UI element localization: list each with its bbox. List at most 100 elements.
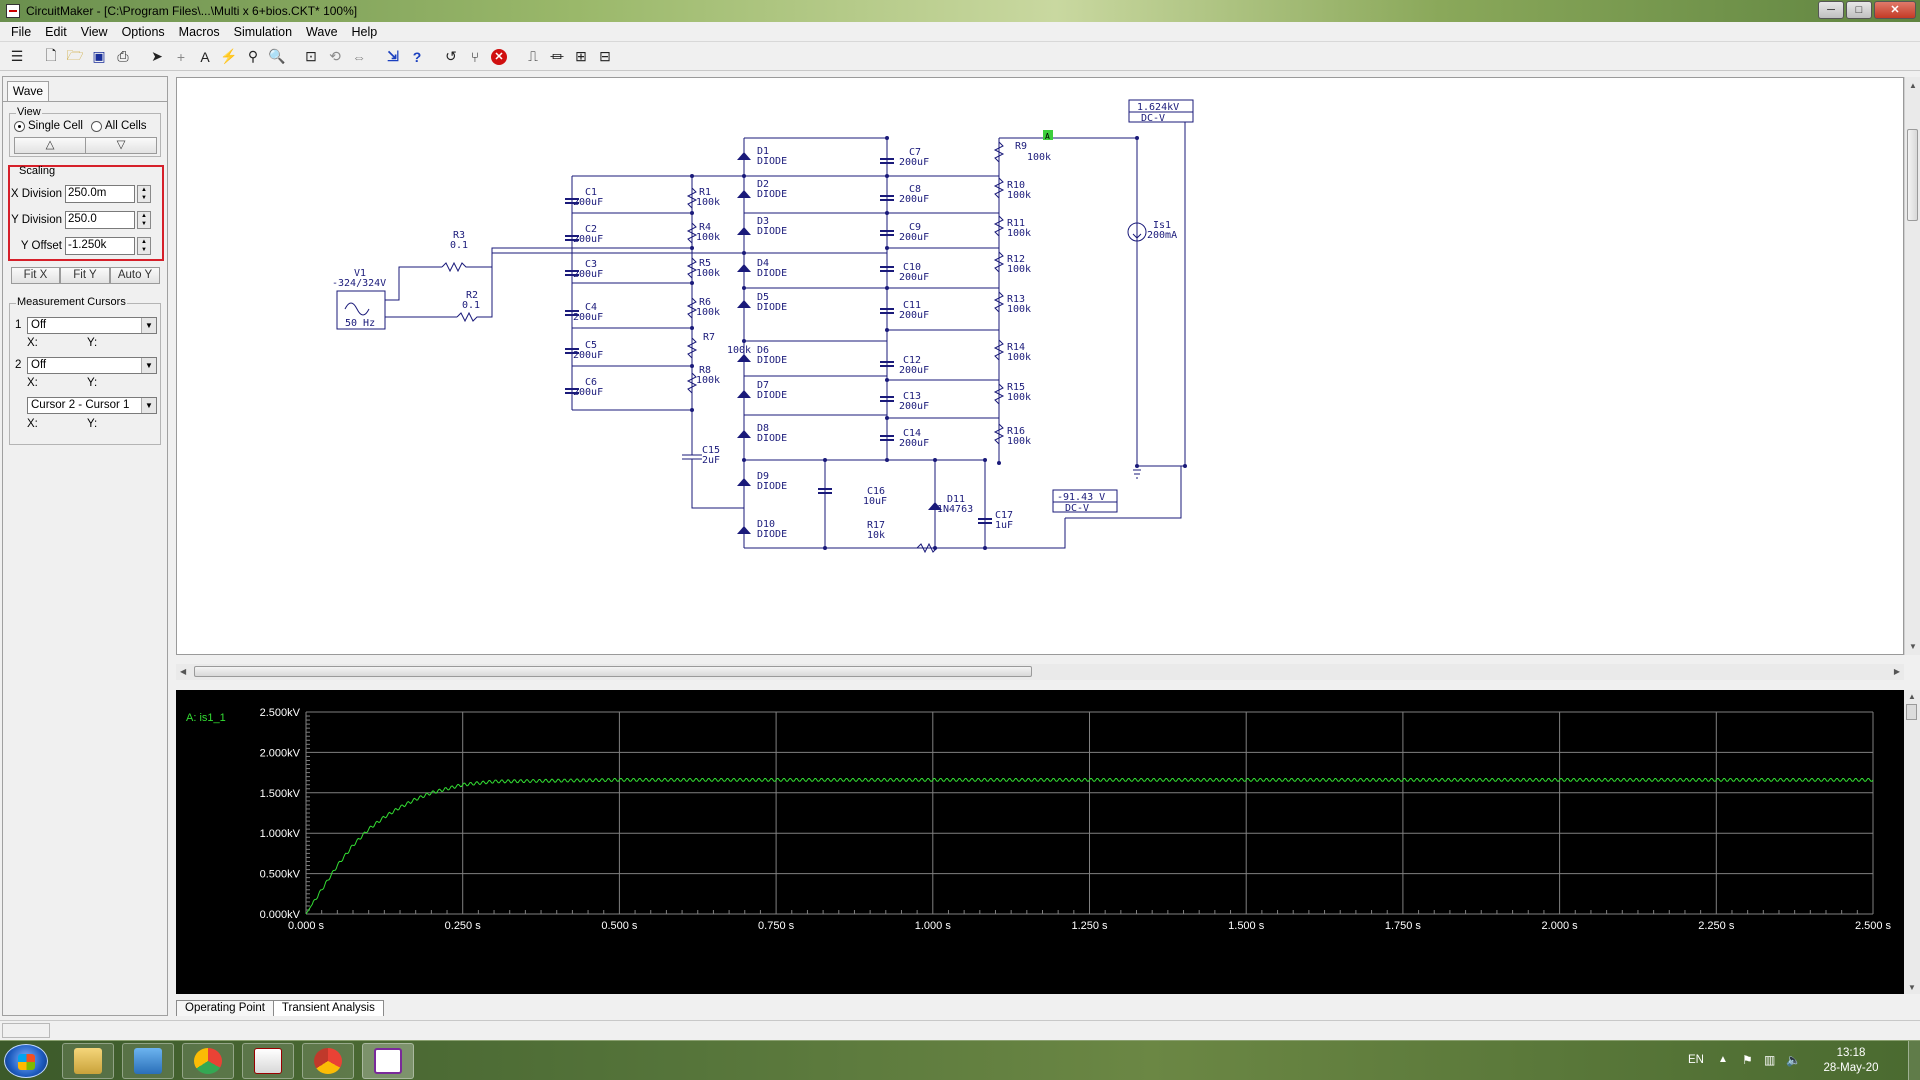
view-down-button[interactable]: ▽: [85, 137, 157, 154]
tray-expand-icon[interactable]: ▲: [1718, 1054, 1728, 1065]
c13-label: C13: [903, 391, 921, 402]
cursor-2-select[interactable]: Off ▼: [27, 357, 157, 374]
clock[interactable]: 13:18 28-May-20: [1816, 1046, 1886, 1076]
y-division-input[interactable]: 250.0: [65, 211, 135, 229]
chevron-down-icon[interactable]: ▼: [141, 358, 156, 373]
network-tray-icon[interactable]: ▥: [1764, 1053, 1776, 1067]
scroll-left-icon[interactable]: ◀: [180, 667, 187, 676]
scroll-thumb[interactable]: [194, 666, 1032, 677]
x-division-input[interactable]: 250.0m: [65, 185, 135, 203]
volume-icon[interactable]: 🔈: [1786, 1053, 1801, 1067]
wire-cross-icon[interactable]: +: [176, 48, 186, 65]
voltmeter-bottom[interactable]: [1052, 489, 1118, 513]
scroll-thumb[interactable]: [1907, 129, 1918, 221]
help-icon[interactable]: ?: [412, 48, 422, 65]
mirror-icon[interactable]: ⇔: [352, 48, 366, 65]
arrow-pointer-icon[interactable]: ➤: [151, 48, 163, 64]
stop-icon[interactable]: ✕: [488, 46, 510, 68]
show-desktop-button[interactable]: [1908, 1041, 1920, 1080]
all-cells-radio[interactable]: All Cells: [90, 120, 147, 132]
taskbar-app-4[interactable]: [242, 1043, 294, 1079]
maximize-button[interactable]: □: [1846, 1, 1872, 19]
cursor-diff-select[interactable]: Cursor 2 - Cursor 1 ▼: [27, 397, 157, 414]
scroll-up-icon[interactable]: ▲: [1908, 692, 1916, 701]
y-offset-spinner[interactable]: ▲▼: [137, 237, 151, 255]
scroll-right-icon[interactable]: ▶: [1893, 667, 1900, 676]
close-button[interactable]: ✕: [1874, 1, 1916, 19]
waveform-vertical-scrollbar[interactable]: ▲ ▼: [1904, 690, 1920, 994]
y-offset-input[interactable]: -1.250k: [65, 237, 135, 255]
start-button[interactable]: [4, 1044, 48, 1078]
reset-icon[interactable]: ↺: [445, 48, 457, 64]
step-icon[interactable]: ⑂: [470, 48, 480, 65]
d4-value: DIODE: [757, 268, 787, 279]
menu-view[interactable]: View: [80, 24, 108, 39]
auto-y-button[interactable]: Auto Y: [110, 267, 160, 284]
view-up-button[interactable]: △: [14, 137, 86, 154]
y-division-spinner[interactable]: ▲▼: [137, 211, 151, 229]
analog-sim-icon[interactable]: ⊞: [575, 48, 587, 64]
tab-operating-point[interactable]: Operating Point: [176, 1000, 274, 1016]
fit-x-button[interactable]: Fit X: [11, 267, 60, 284]
single-cell-radio[interactable]: Single Cell: [14, 120, 83, 132]
panel-toggle-icon[interactable]: ☰: [10, 48, 24, 64]
menu-wave[interactable]: Wave: [306, 24, 338, 39]
scroll-down-icon[interactable]: ▼: [1909, 642, 1917, 651]
scroll-thumb[interactable]: [1906, 704, 1917, 720]
tab-wave[interactable]: Wave: [7, 81, 49, 101]
digital-sim-icon[interactable]: ⇲: [387, 48, 399, 64]
scroll-down-icon[interactable]: ▼: [1908, 983, 1916, 992]
x-division-spinner[interactable]: ▲▼: [137, 185, 151, 203]
schematic-vertical-scrollbar[interactable]: ▲ ▼: [1904, 77, 1920, 655]
taskbar-app-2[interactable]: [122, 1043, 174, 1079]
zoom-icon[interactable]: 🔍: [268, 48, 286, 64]
cursor-1-select[interactable]: Off ▼: [27, 317, 157, 334]
v1-source-icon[interactable]: [336, 290, 386, 330]
taskbar-chrome[interactable]: [182, 1043, 234, 1079]
minimize-button[interactable]: ─: [1818, 1, 1844, 19]
c10-label: C10: [903, 262, 921, 273]
spin-up-icon[interactable]: ▲: [141, 187, 147, 193]
zoom-probe-icon[interactable]: ⚲: [247, 48, 259, 64]
spin-down-icon[interactable]: ▼: [141, 195, 147, 201]
fit-view-icon[interactable]: ⊡: [305, 48, 317, 64]
menu-file[interactable]: File: [11, 24, 32, 39]
current-source-icon[interactable]: [1127, 222, 1147, 242]
settings-icon[interactable]: ⊟: [599, 48, 611, 64]
tab-transient-analysis[interactable]: Transient Analysis: [272, 1000, 384, 1016]
waveform-icon[interactable]: ⏛: [550, 48, 564, 65]
taskbar-app-5[interactable]: [302, 1043, 354, 1079]
spin-down-icon[interactable]: ▼: [141, 247, 147, 253]
c16-value: 10uF: [863, 496, 887, 507]
menu-simulation[interactable]: Simulation: [233, 24, 293, 39]
spin-up-icon[interactable]: ▲: [141, 239, 147, 245]
rotate-icon[interactable]: ⟲: [329, 48, 341, 64]
voltmeter-top[interactable]: [1128, 99, 1194, 123]
text-tool-icon[interactable]: A: [200, 48, 210, 65]
save-icon[interactable]: ▣: [92, 48, 106, 64]
taskbar-explorer[interactable]: [62, 1043, 114, 1079]
menu-options[interactable]: Options: [121, 24, 165, 39]
flag-icon[interactable]: ⚑: [1742, 1053, 1753, 1067]
print-icon[interactable]: ⎙: [117, 48, 129, 64]
probe-marker[interactable]: [1043, 130, 1053, 140]
chevron-down-icon[interactable]: ▼: [141, 318, 156, 333]
menu-help[interactable]: Help: [351, 24, 378, 39]
new-file-icon[interactable]: 🗋: [45, 46, 57, 63]
taskbar-circuitmaker[interactable]: [362, 1043, 414, 1079]
v1-value: -324/324V: [332, 278, 386, 289]
menu-macros[interactable]: Macros: [178, 24, 220, 39]
scope-icon[interactable]: ⎍: [528, 48, 538, 64]
schematic-canvas[interactable]: 1.624kV DC-V -91.43 V DC-V A V1 -324/324…: [176, 77, 1904, 655]
probe-icon[interactable]: ⚡: [220, 48, 238, 64]
menu-edit[interactable]: Edit: [45, 24, 67, 39]
schematic-horizontal-scrollbar[interactable]: ◀ ▶: [176, 664, 1904, 680]
fit-y-button[interactable]: Fit Y: [60, 267, 110, 284]
open-folder-icon[interactable]: 🗁: [66, 46, 84, 63]
chevron-down-icon[interactable]: ▼: [141, 398, 156, 413]
spin-up-icon[interactable]: ▲: [141, 213, 147, 219]
language-indicator[interactable]: EN: [1688, 1054, 1704, 1066]
spin-down-icon[interactable]: ▼: [141, 221, 147, 227]
scroll-up-icon[interactable]: ▲: [1909, 81, 1917, 90]
